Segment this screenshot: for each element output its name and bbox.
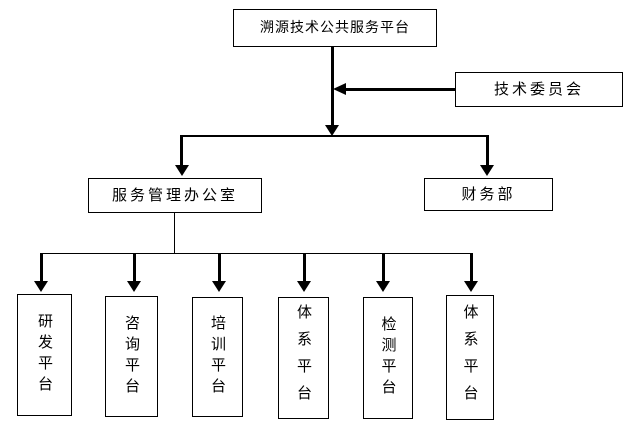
org-node-platform-1-label: 研发平台 bbox=[36, 313, 54, 397]
org-node-platform-4: 体系平台 bbox=[278, 297, 329, 419]
org-node-technical-committee: 技术委员会 bbox=[455, 72, 623, 107]
connector-finance-down-arrowhead-icon bbox=[480, 165, 494, 176]
org-node-service-management-office: 服务管理办公室 bbox=[88, 178, 262, 213]
org-node-service-management-office-label: 服务管理办公室 bbox=[111, 186, 238, 204]
connector-platform-6-stem bbox=[470, 253, 473, 282]
connector-platform-4-stem bbox=[303, 253, 306, 282]
connector-office-down-stem bbox=[180, 135, 183, 166]
connector-finance-down-stem bbox=[486, 135, 489, 166]
connector-root-down-stem bbox=[331, 47, 334, 126]
connector-platform-hub-line bbox=[40, 253, 471, 254]
connector-root-down-arrowhead-icon bbox=[325, 125, 339, 136]
org-node-platform-6-label: 体系平台 bbox=[461, 303, 480, 412]
connector-platform-3-stem bbox=[218, 253, 221, 282]
org-node-platform-4-label: 体系平台 bbox=[295, 304, 313, 412]
connector-committee-left-arrowhead-icon bbox=[333, 83, 346, 95]
org-node-platform-1: 研发平台 bbox=[17, 294, 72, 416]
org-node-finance-department-label: 财务部 bbox=[461, 185, 516, 203]
connector-platform-2-stem bbox=[133, 253, 136, 282]
org-node-root-label: 溯源技术公共服务平台 bbox=[260, 20, 410, 36]
org-node-platform-3: 培训平台 bbox=[192, 297, 243, 417]
connector-committee-left-stem bbox=[346, 88, 455, 91]
org-node-platform-3-label: 培训平台 bbox=[209, 315, 227, 399]
org-node-platform-5: 检测平台 bbox=[363, 297, 413, 419]
connector-platform-4-arrowhead-icon bbox=[297, 281, 311, 292]
connector-office-stub bbox=[174, 213, 175, 253]
connector-platform-1-stem bbox=[40, 253, 43, 282]
connector-platform-3-arrowhead-icon bbox=[212, 281, 226, 292]
org-node-technical-committee-label: 技术委员会 bbox=[493, 80, 584, 98]
connector-platform-5-stem bbox=[382, 253, 385, 282]
org-node-finance-department: 财务部 bbox=[424, 178, 553, 211]
org-node-platform-6: 体系平台 bbox=[446, 295, 494, 420]
org-node-platform-5-label: 检测平台 bbox=[379, 316, 398, 400]
connector-hub-line bbox=[180, 135, 489, 137]
connector-platform-5-arrowhead-icon bbox=[376, 281, 390, 292]
org-node-root: 溯源技术公共服务平台 bbox=[233, 9, 437, 47]
org-node-platform-2: 咨询平台 bbox=[105, 296, 158, 417]
connector-platform-2-arrowhead-icon bbox=[127, 281, 141, 292]
org-node-platform-2-label: 咨询平台 bbox=[123, 314, 141, 399]
connector-platform-1-arrowhead-icon bbox=[34, 281, 48, 292]
connector-office-down-arrowhead-icon bbox=[175, 165, 189, 176]
connector-platform-6-arrowhead-icon bbox=[464, 281, 478, 292]
